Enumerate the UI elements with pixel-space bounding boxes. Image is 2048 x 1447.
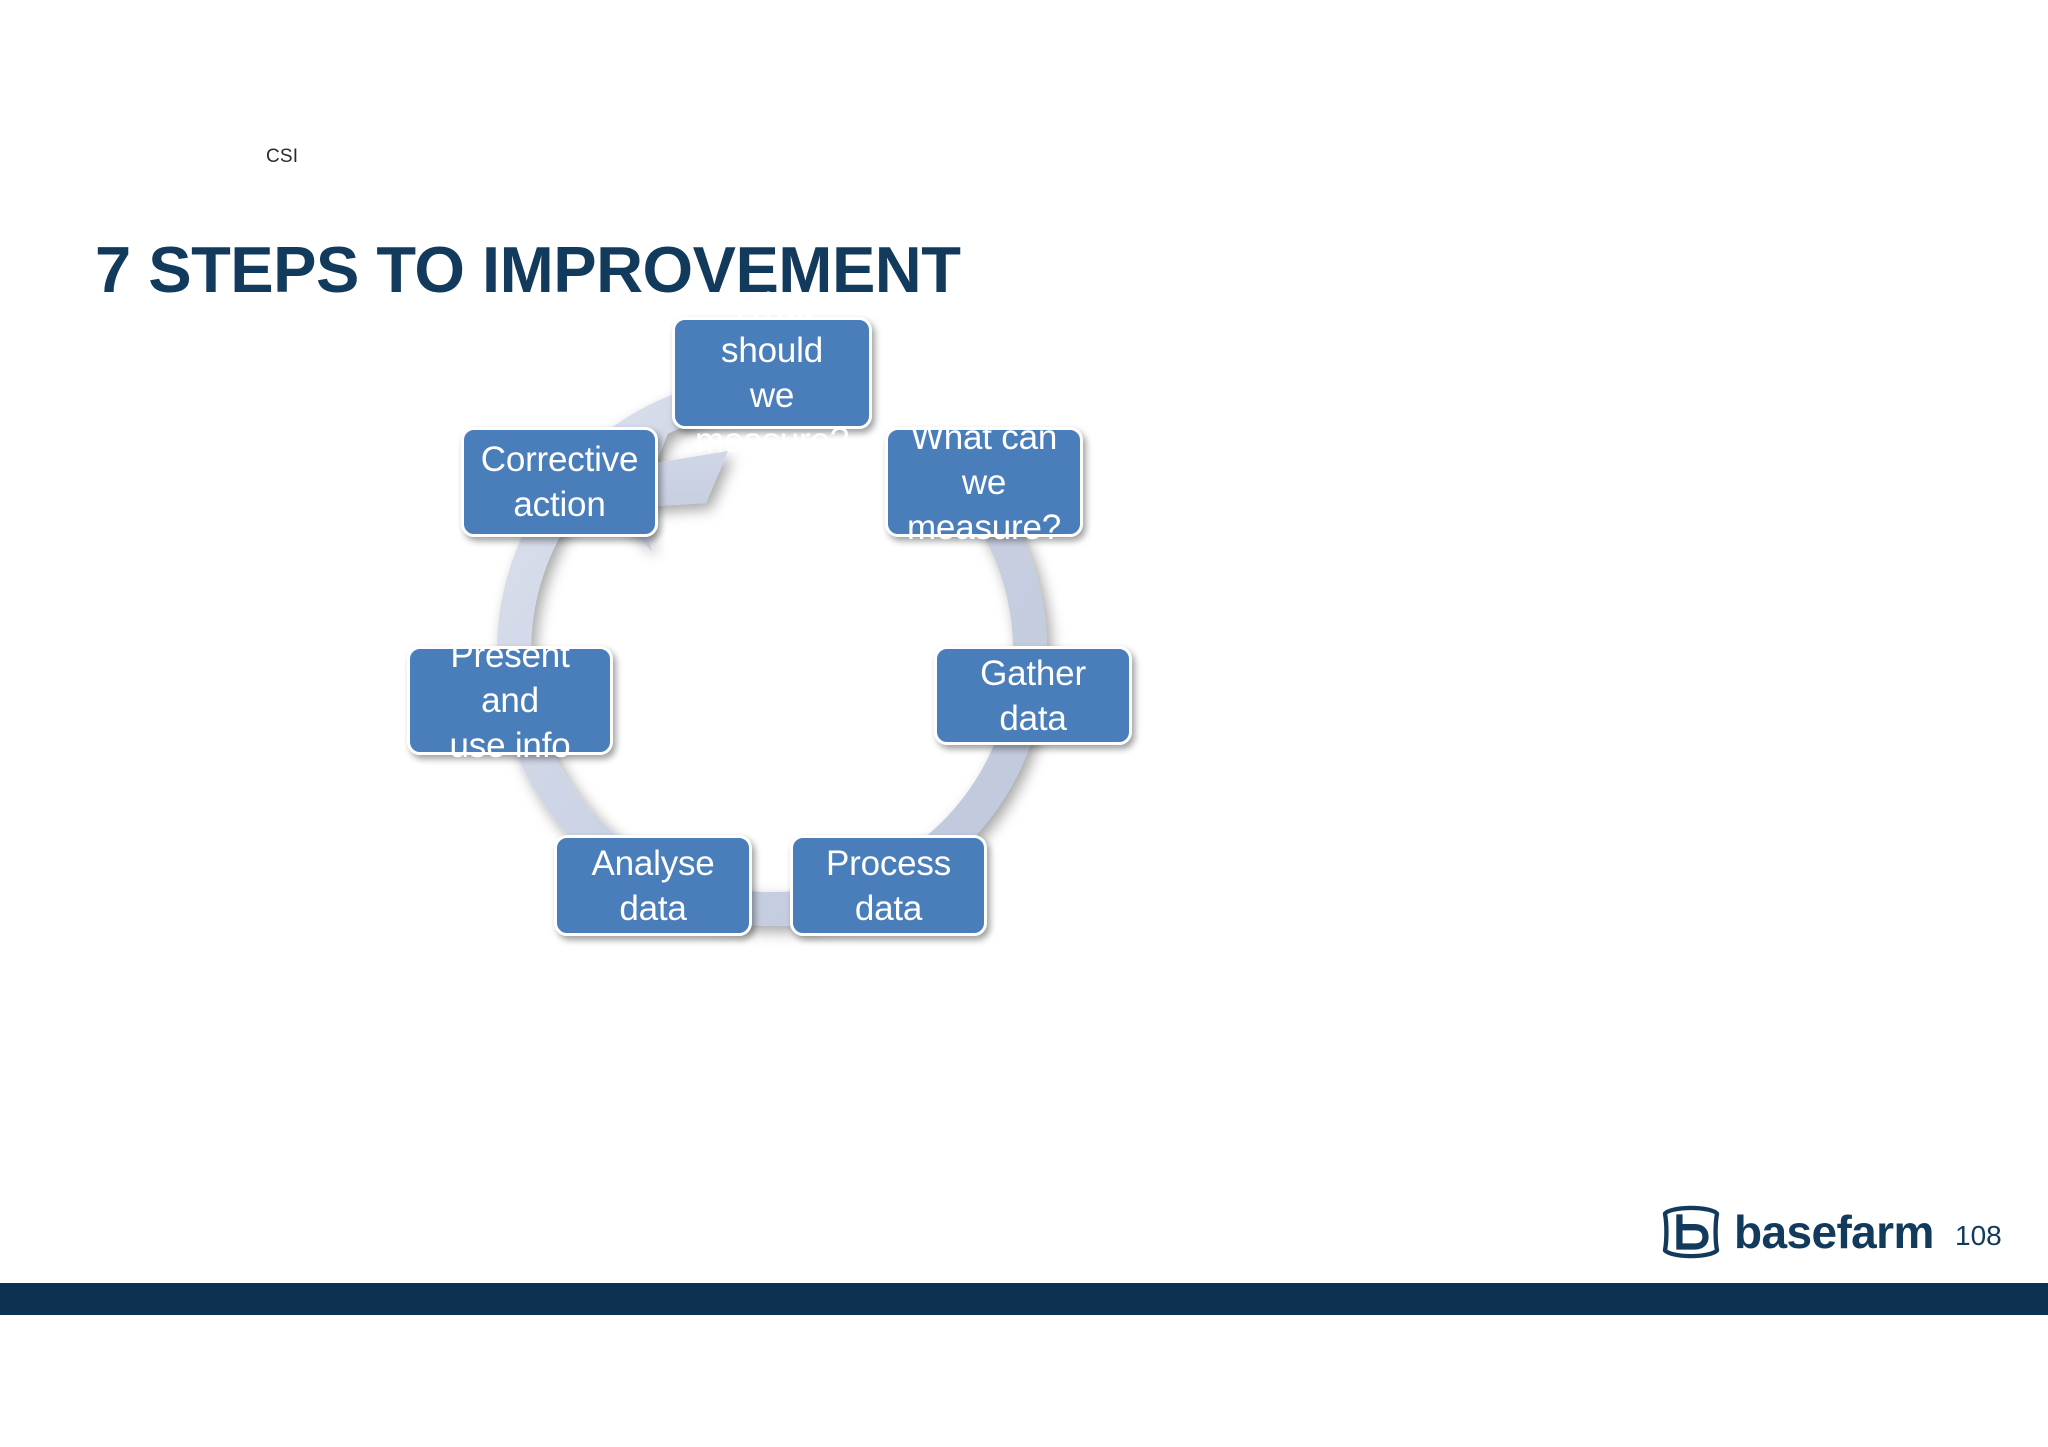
brand-logo-wordmark: basefarm xyxy=(1734,1206,1934,1258)
cycle-step-6[interactable]: Present and use info xyxy=(407,636,613,765)
cycle-step-4-line-1: Process data xyxy=(825,843,952,928)
cycle-step-2[interactable]: What can we measure? xyxy=(885,418,1083,547)
basefarm-b-logo-icon xyxy=(1662,1205,1720,1259)
cycle-step-7-line-1: Corrective xyxy=(480,440,639,479)
bottom-accent-bar xyxy=(0,1283,2048,1315)
page-number: 108 xyxy=(1955,1220,2002,1251)
cycle-step-7-line-2: action xyxy=(513,485,606,524)
cycle-step-1-line-1: What should xyxy=(721,286,823,370)
cycle-step-3[interactable]: Gather data xyxy=(934,646,1132,745)
page-title: 7 STEPS TO IMPROVEMENT xyxy=(95,233,961,306)
cycle-step-3-line-1: Gather data xyxy=(980,653,1086,738)
cycle-step-5-line-1: Analyse data xyxy=(591,843,715,928)
cycle-step-2-line-1: What can we xyxy=(910,417,1058,502)
cycle-diagram: What should we measure? What can we meas… xyxy=(407,286,1450,1255)
cycle-step-4[interactable]: Process data xyxy=(790,835,987,936)
cycle-step-1[interactable]: What should we measure? xyxy=(672,286,872,460)
cycle-step-6-line-2: use info xyxy=(449,726,571,765)
cycle-step-5[interactable]: Analyse data xyxy=(554,835,752,936)
brand-logo: basefarm xyxy=(1662,1205,1934,1259)
cycle-step-6-line-1: Present and xyxy=(450,636,570,720)
cycle-step-7[interactable]: Corrective action xyxy=(461,427,658,537)
slide-kicker: CSI xyxy=(266,146,299,167)
cycle-step-1-line-2: we measure? xyxy=(694,376,850,460)
cycle-step-2-line-2: measure? xyxy=(906,507,1062,547)
